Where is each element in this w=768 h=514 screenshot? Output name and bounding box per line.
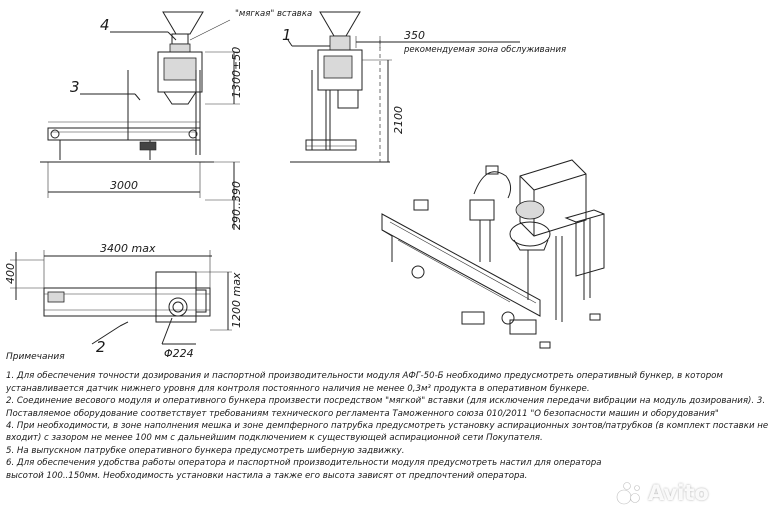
- note-line-6: входит) с зазором не менее 100 мм с даль…: [6, 433, 543, 444]
- service-zone-label: рекомендуемая зона обслуживания: [403, 45, 566, 55]
- dim-290-390: 290..390: [230, 181, 243, 230]
- callout-3: 3: [70, 78, 80, 96]
- notes-title: Примечания: [6, 352, 65, 362]
- callout-1: 1: [282, 26, 292, 44]
- dim-1300: 1300±50: [230, 47, 243, 98]
- side-view: 350 рекомендуемая зона обслуживания 2100…: [282, 11, 566, 163]
- notes-section: Примечания 1. Для обеспечения точности д…: [6, 351, 768, 482]
- avito-logo-icon: [616, 482, 640, 505]
- soft-insert-label: "мягкая" вставка: [235, 9, 312, 19]
- isometric-view: [381, 159, 605, 349]
- dim-3400: 3400 max: [100, 242, 156, 255]
- callout-2: 2: [96, 338, 106, 356]
- note-line-8: 6. Для обеспечения удобства работы опера…: [6, 458, 602, 469]
- note-line-7: 5. На выпускном патрубке оперативного бу…: [6, 445, 405, 456]
- technical-drawing: 1300±50 290..390 3000 4 3 "мягкая" встав…: [4, 9, 605, 360]
- note-line-2: устанавливается датчик нижнего уровня дл…: [6, 383, 590, 394]
- front-view: 1300±50 290..390 3000 4 3: [40, 11, 243, 230]
- note-line-4: Поставляемое оборудование соответствует …: [6, 408, 719, 419]
- dim-1200: 1200 max: [230, 272, 243, 328]
- note-line-3: 2. Соединение весового модуля и оператив…: [6, 396, 766, 407]
- avito-watermark: Avito: [614, 478, 718, 508]
- note-line-9: высотой 100..150мм. Необходимость устано…: [6, 470, 528, 481]
- dim-350: 350: [404, 29, 425, 42]
- dim-224: Φ224: [164, 347, 194, 360]
- top-view: 3400 max 400 1200 max Φ224 2: [4, 242, 243, 360]
- watermark-text: Avito: [648, 481, 709, 505]
- dim-400: 400: [4, 263, 17, 284]
- note-line-5: 4. При необходимости, в зоне наполнения …: [6, 421, 768, 432]
- note-line-1: 1. Для обеспечения точности дозирования …: [6, 371, 723, 382]
- dim-3000: 3000: [110, 179, 138, 192]
- dim-2100: 2100: [392, 106, 405, 134]
- callout-4: 4: [100, 16, 110, 34]
